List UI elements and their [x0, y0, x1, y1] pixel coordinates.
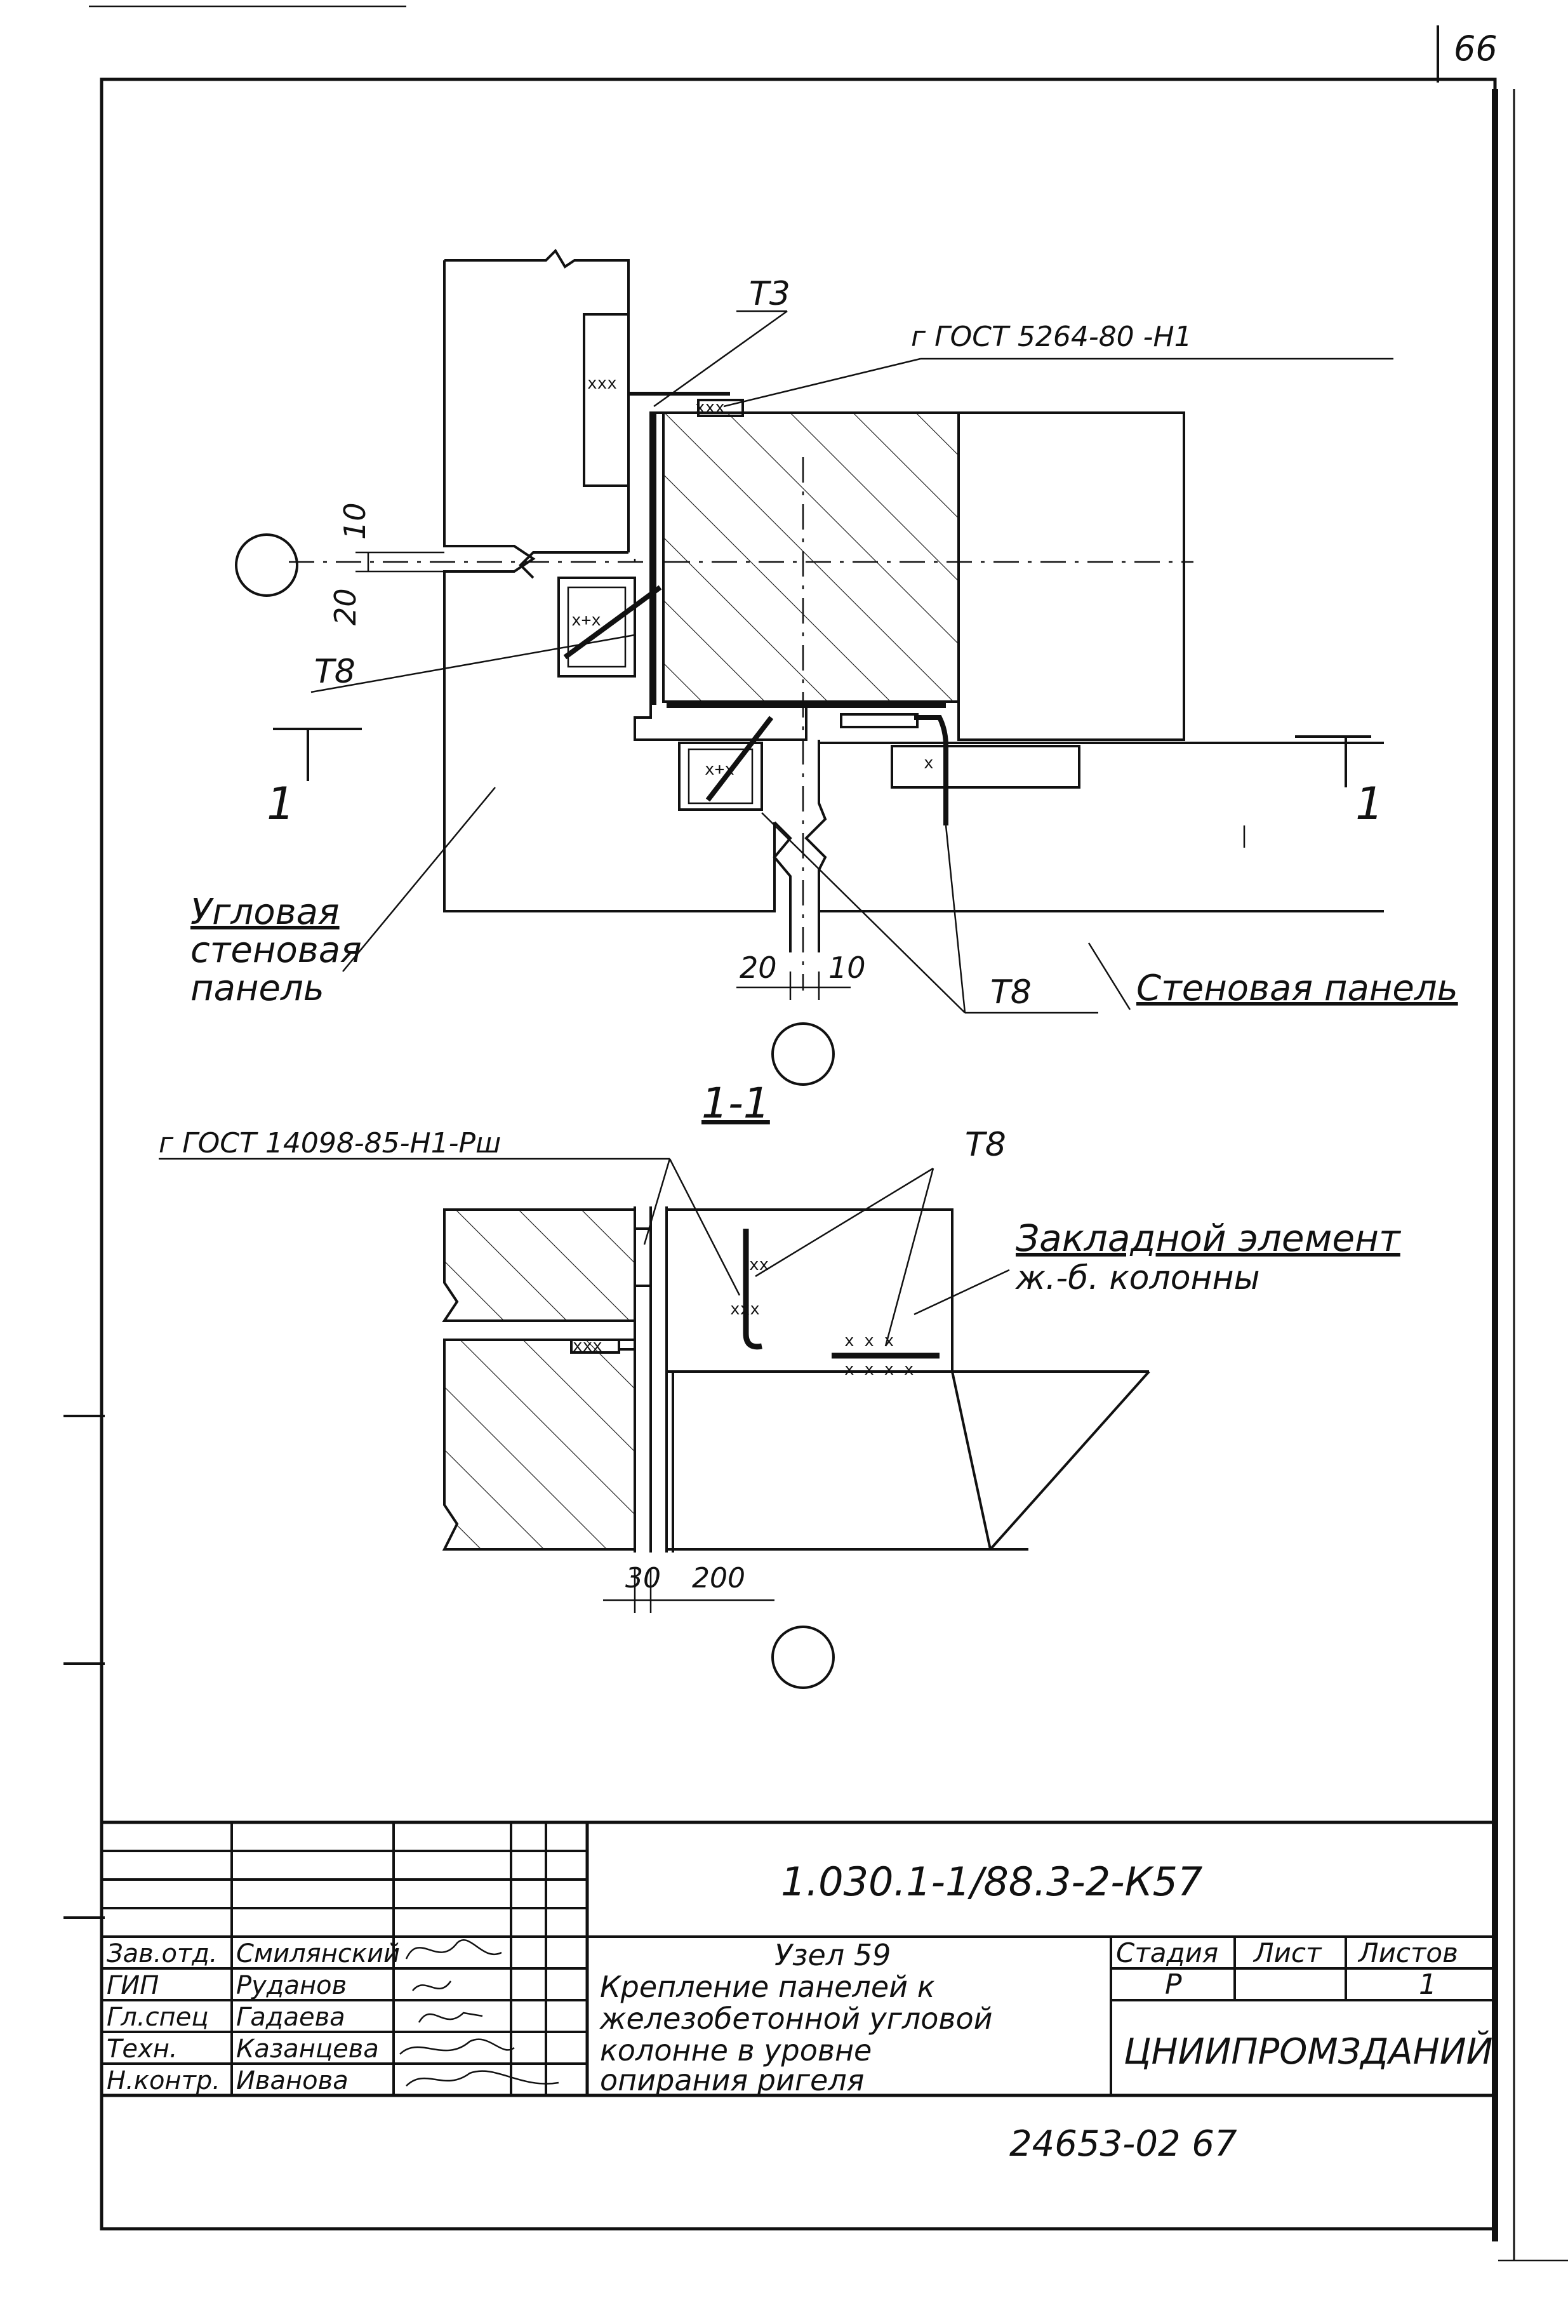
description-line-2: железобетонной угловой	[599, 2001, 993, 2036]
label-t8-section: T8	[965, 1126, 1006, 1164]
role-5: Н.контр.	[107, 2066, 220, 2095]
dim-200: 200	[692, 1562, 745, 1594]
label-gost-14098: г ГОСТ 14098-85-Н1-Рш	[159, 1127, 501, 1159]
name-3: Гадаева	[236, 2003, 345, 2032]
description-line-3: колонне в уровне	[600, 2033, 872, 2067]
drawing-code: 1.030.1-1/88.3-2-К57	[781, 1859, 1203, 1905]
dim-30: 30	[625, 1562, 661, 1594]
dim-20-bottom: 20	[740, 951, 777, 985]
section-1-1: 1-1 xx xxx x x x x x x x xxx 30 200	[159, 1079, 1402, 1689]
wall-panel-label: Стеновая панель	[1136, 968, 1458, 1009]
page-number: 66	[1454, 29, 1498, 69]
svg-text:xxx: xxx	[730, 1300, 760, 1319]
label-gost-5264: г ГОСТ 5264-80 -Н1	[911, 321, 1192, 353]
svg-text:x+x: x+x	[571, 611, 601, 630]
name-1: Смилянский	[236, 1939, 400, 1968]
sheets-value: 1	[1419, 1968, 1437, 2001]
description-line-1: Крепление панелей к	[600, 1970, 935, 2004]
bottom-code: 24653-02 67	[1009, 2123, 1237, 2165]
svg-text:x x x: x x x	[844, 1332, 894, 1351]
svg-text:xxx: xxx	[573, 1337, 602, 1356]
axis-marker-bottom	[771, 1022, 835, 1086]
sheet-header: Лист	[1252, 1937, 1322, 1968]
name-5: Иванова	[236, 2066, 349, 2095]
dim-10-vertical: 10	[338, 502, 372, 540]
section-title: 1-1	[701, 1079, 770, 1128]
svg-text:xxx: xxx	[695, 398, 725, 417]
label-t8-bottom: T8	[990, 973, 1032, 1012]
column-section	[662, 411, 960, 703]
page-number-box: 66	[1437, 25, 1498, 83]
embedded-element-label-2: ж.-б. колонны	[1015, 1259, 1260, 1297]
corner-panel-label-3: панель	[190, 968, 324, 1009]
embedded-element-label-1: Закладной элемент	[1016, 1217, 1402, 1260]
title-block: 1.030.1-1/88.3-2-К57 Зав.отд. ГИП Гл.спе…	[102, 1820, 1495, 2097]
svg-text:xxx: xxx	[587, 374, 617, 393]
svg-text:x: x	[924, 754, 934, 773]
label-t3: T3	[749, 275, 790, 313]
drawing-frame	[100, 77, 1497, 2231]
svg-text:x+x: x+x	[705, 760, 734, 779]
section-mark-left: 1	[267, 778, 295, 830]
organization: ЦНИИПРОМЗДАНИЙ	[1124, 2031, 1493, 2073]
signatures	[399, 1939, 559, 2087]
corner-panel-label-1: Угловая	[190, 892, 340, 933]
node-title: Узел 59	[774, 1938, 891, 1972]
section-mark-right: 1	[1355, 778, 1384, 830]
plan-view: xxx xxx x+x x+x x 10 20	[190, 248, 1458, 1086]
dim-20-vertical: 20	[328, 588, 362, 625]
description-line-4: опирания ригеля	[600, 2063, 864, 2097]
sheets-header: Листов	[1357, 1937, 1458, 1968]
label-t8-left: T8	[314, 653, 355, 691]
corner-panel-label-2: стеновая	[190, 930, 362, 971]
role-1: Зав.отд.	[107, 1939, 218, 1968]
stage-value: Р	[1165, 1968, 1182, 2001]
role-4: Техн.	[107, 2034, 178, 2064]
svg-text:xx: xx	[749, 1255, 769, 1274]
stage-header: Стадия	[1116, 1937, 1218, 1968]
axis-marker-left	[235, 533, 298, 597]
name-2: Руданов	[236, 1971, 347, 2000]
dim-10-bottom: 10	[828, 951, 866, 985]
svg-text:x x x x: x x x x	[844, 1360, 914, 1379]
role-3: Гл.спец	[107, 2003, 209, 2032]
axis-marker-section	[771, 1626, 835, 1689]
role-2: ГИП	[107, 1971, 159, 2000]
name-4: Казанцева	[236, 2034, 379, 2064]
